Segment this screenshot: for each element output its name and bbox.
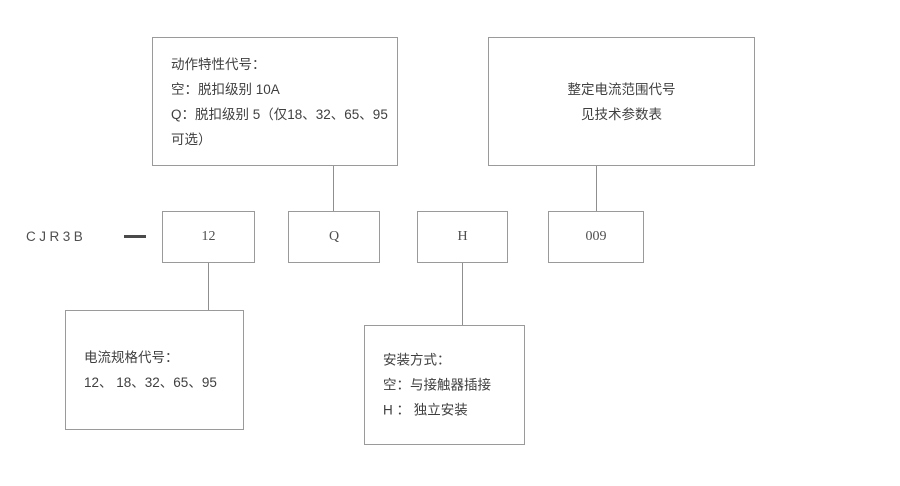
- code-box-value: 12: [201, 229, 216, 244]
- code-box-mounting-type[interactable]: H: [417, 211, 508, 263]
- callout-line: 见技术参数表: [581, 106, 662, 122]
- model-separator-dash: [124, 235, 146, 238]
- callout-line: H ： 独立安装: [383, 402, 468, 418]
- callout-line: 整定电流范围代号: [567, 81, 676, 97]
- callout-line: 空：与接触器插接: [383, 377, 491, 393]
- code-box-value: Q: [328, 229, 340, 244]
- callout-mounting-type: 安装方式： 空：与接触器插接 H ： 独立安装: [364, 325, 525, 445]
- connector-setting-range-vertical: [596, 166, 597, 212]
- callout-current-rating-text: 电流规格代号： 12、 18、32、65、95: [66, 345, 243, 395]
- model-prefix-label: CJR3B: [26, 229, 87, 244]
- callout-line: 电流规格代号：: [84, 350, 179, 365]
- callout-mounting-type-text: 安装方式： 空：与接触器插接 H ： 独立安装: [365, 348, 524, 423]
- callout-current-rating: 电流规格代号： 12、 18、32、65、95: [65, 310, 244, 430]
- code-box-value: H: [457, 229, 468, 244]
- callout-line: 空：脱扣级别 10A: [171, 81, 280, 97]
- callout-line: 安装方式：: [383, 352, 451, 368]
- callout-line: 可选）: [171, 131, 212, 147]
- callout-line: 动作特性代号：: [171, 56, 266, 72]
- connector-action-characteristic-vertical: [333, 165, 334, 212]
- code-box-value: 009: [585, 229, 607, 244]
- callout-setting-current-range: 整定电流范围代号 见技术参数表: [488, 37, 755, 166]
- callout-action-characteristic-text: 动作特性代号： 空：脱扣级别 10A Q：脱扣级别 5（仅18、32、65、95…: [153, 52, 397, 152]
- callout-setting-current-range-text: 整定电流范围代号 见技术参数表: [489, 77, 754, 127]
- callout-action-characteristic: 动作特性代号： 空：脱扣级别 10A Q：脱扣级别 5（仅18、32、65、95…: [152, 37, 398, 166]
- code-box-current-rating[interactable]: 12: [162, 211, 255, 263]
- code-box-setting-current-range[interactable]: 009: [548, 211, 644, 263]
- callout-line: 12、 18、32、65、95: [84, 375, 217, 390]
- code-box-action-characteristic[interactable]: Q: [288, 211, 380, 263]
- connector-current-rating-vertical: [208, 263, 209, 310]
- callout-line: Q：脱扣级别 5（仅18、32、65、95: [171, 106, 388, 122]
- connector-mounting-type-vertical: [462, 263, 463, 325]
